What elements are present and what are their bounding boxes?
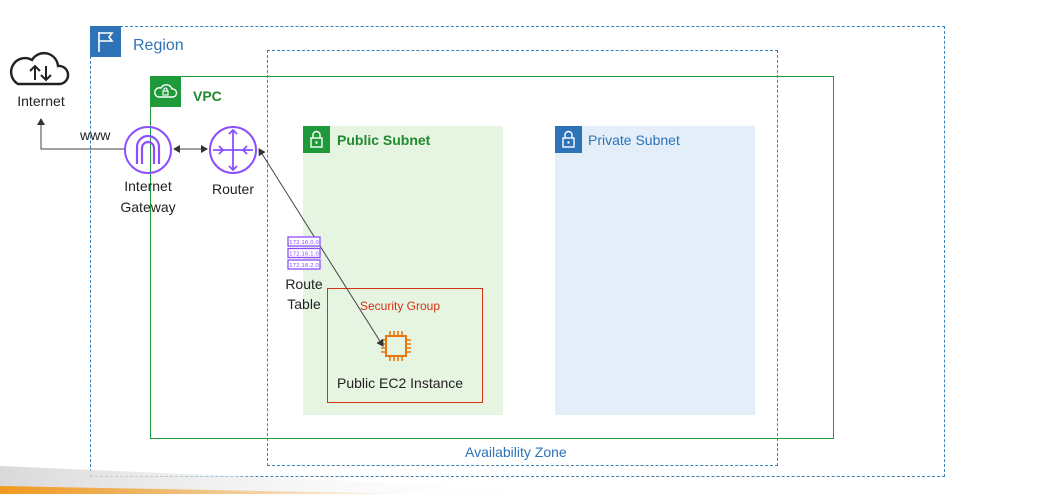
route-table-icon: 172.16.0.0 172.16.1.0 172.16.2.0 [287, 236, 321, 270]
vpc-cloud-lock-icon [150, 76, 181, 107]
ec2-instance-label: Public EC2 Instance [337, 375, 464, 391]
router-icon [208, 125, 258, 175]
region-label: Region [133, 37, 184, 54]
public-subnet-label: Public Subnet [337, 132, 431, 148]
route-entry-2: 172.16.1.0 [289, 252, 319, 258]
bottom-accent-bar [0, 466, 560, 494]
route-table-label-line2: Table [287, 296, 321, 312]
internet-gateway-label-line2: Gateway [120, 199, 176, 215]
private-subnet-lock-icon [555, 126, 582, 153]
availability-zone-label: Availability Zone [465, 444, 567, 460]
router-ec2-line [258, 148, 384, 347]
region-boundary [90, 26, 945, 477]
route-table-label-line1: Route [285, 276, 323, 292]
vpc-boundary [150, 76, 834, 439]
www-label: www [80, 127, 111, 143]
internet-label: Internet [17, 93, 65, 109]
route-entry-1: 172.16.0.0 [289, 240, 319, 246]
internet-gateway-label-line1: Internet [124, 178, 172, 194]
private-subnet [555, 126, 755, 415]
internet-to-gateway-line [37, 118, 124, 150]
ec2-chip-icon [378, 328, 414, 364]
private-subnet-label: Private Subnet [588, 132, 680, 148]
internet-cloud-icon [8, 44, 72, 90]
region-flag-icon [90, 26, 121, 57]
route-entry-3: 172.16.2.0 [289, 263, 319, 269]
internet-gateway-icon [123, 125, 173, 175]
vpc-label: VPC [193, 88, 222, 104]
router-label: Router [211, 181, 255, 197]
